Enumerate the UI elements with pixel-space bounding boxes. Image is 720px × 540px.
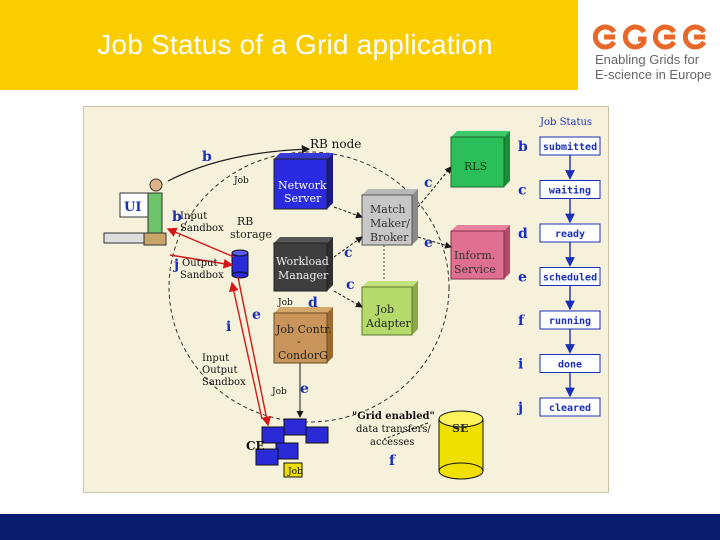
inform-service-box: Inform. Service bbox=[450, 225, 510, 280]
inform-service-label-1: Inform. bbox=[454, 249, 495, 262]
step-letter-b-main: b bbox=[202, 149, 212, 165]
status-letter-scheduled: e bbox=[518, 270, 527, 286]
workload-manager-label-2: Manager bbox=[278, 269, 329, 282]
job-adapter-box: Job Adapter bbox=[361, 281, 418, 336]
se-cylinder: SE bbox=[438, 410, 484, 480]
job-adapter-label-1: Job bbox=[375, 303, 394, 316]
job-label-bottom: Job bbox=[271, 387, 287, 397]
grid-enabled-label-1: "Grid enabled" bbox=[352, 411, 435, 422]
match-maker-label-1: Match bbox=[370, 203, 406, 216]
job-controller-label-1: Job Contr. bbox=[275, 323, 332, 336]
rb-storage-label-1: RB bbox=[237, 215, 253, 228]
status-letter-ready: d bbox=[518, 226, 528, 242]
network-server-label-1: Network bbox=[278, 179, 327, 192]
status-letter-submitted: b bbox=[518, 139, 528, 155]
workload-manager-box: Workload Manager bbox=[273, 237, 333, 292]
network-server-label-2: Server bbox=[284, 192, 322, 205]
step-letter-c-rls: c bbox=[424, 175, 433, 191]
job-adapter-label-2: Adapter bbox=[365, 317, 412, 330]
ce-cluster: CE Job bbox=[246, 418, 329, 478]
rls-label: RLS bbox=[464, 160, 487, 173]
status-label-scheduled: scheduled bbox=[543, 273, 597, 284]
step-letter-c-ja: c bbox=[346, 277, 355, 293]
egee-logo-graphic: Enabling Grids for E-science in Europe bbox=[592, 24, 711, 82]
workload-manager-label-1: Workload bbox=[276, 255, 329, 268]
logo-tagline-2: E-science in Europe bbox=[595, 67, 711, 82]
arrow-ce-to-storage bbox=[229, 281, 263, 420]
output-sandbox-label-1: Output bbox=[182, 258, 218, 269]
step-letter-d: d bbox=[308, 295, 318, 311]
step-letter-j-output: j bbox=[172, 257, 179, 273]
ce-job-label: Job bbox=[287, 467, 303, 477]
arrow-wm-to-ja bbox=[333, 290, 363, 308]
job-controller-label-2: - bbox=[297, 335, 301, 348]
status-label-cleared: cleared bbox=[549, 403, 591, 414]
status-label-ready: ready bbox=[555, 229, 585, 240]
status-label-done: done bbox=[558, 360, 582, 371]
io-sandbox-label-2: Output bbox=[202, 365, 238, 376]
rb-storage-label-2: storage bbox=[230, 228, 272, 241]
job-status-title: Job Status bbox=[539, 117, 592, 128]
arrow-ui-to-rb bbox=[167, 145, 311, 182]
step-letter-e-jc: e bbox=[252, 307, 261, 323]
ui-label: UI bbox=[124, 200, 141, 215]
match-maker-label-2: Maker/ bbox=[370, 217, 410, 230]
input-sandbox-label-1: Input bbox=[180, 211, 207, 222]
arrow-input-sandbox bbox=[166, 227, 235, 258]
status-letter-done: i bbox=[518, 357, 523, 373]
step-letter-e-ce: e bbox=[300, 381, 309, 397]
status-letter-running: f bbox=[518, 313, 525, 329]
status-label-running: running bbox=[549, 315, 591, 327]
step-letter-c-wm: c bbox=[344, 245, 353, 261]
network-server-box: Network Server bbox=[273, 153, 333, 210]
input-sandbox-label-2: Sandbox bbox=[180, 223, 224, 234]
status-label-waiting: waiting bbox=[549, 185, 591, 197]
io-sandbox-label-3: Sandbox bbox=[202, 377, 246, 388]
egee-logo: Enabling Grids for E-science in Europe bbox=[586, 10, 716, 90]
arrow-wm-to-mm bbox=[333, 236, 363, 258]
match-maker-box: Match Maker/ Broker bbox=[361, 189, 418, 246]
match-maker-label-3: Broker bbox=[370, 231, 409, 244]
rb-node-label: RB node bbox=[310, 137, 361, 151]
ce-label: CE bbox=[246, 439, 265, 453]
arrow-mm-to-rls bbox=[417, 166, 452, 208]
status-box-cleared bbox=[539, 397, 601, 417]
job-controller-label-3: CondorG bbox=[278, 349, 328, 362]
step-letter-f: f bbox=[389, 453, 396, 469]
grid-diagram: RB node UI Network Server Match Maker/ bbox=[83, 106, 609, 493]
step-letter-i: i bbox=[226, 319, 231, 335]
logo-tagline-1: Enabling Grids for bbox=[595, 52, 700, 67]
arrow-ns-to-mm bbox=[333, 206, 363, 219]
step-letter-e-is: e bbox=[424, 235, 433, 251]
rls-box: RLS bbox=[450, 131, 510, 188]
status-label-submitted: submitted bbox=[543, 141, 597, 153]
output-sandbox-label-2: Sandbox bbox=[180, 270, 224, 281]
arrow-output-sandbox bbox=[169, 254, 234, 269]
ui-user-workstation: UI bbox=[103, 178, 167, 246]
job-label-mid: Job bbox=[277, 298, 293, 308]
io-sandbox-label-1: Input bbox=[202, 353, 229, 364]
grid-enabled-label-2: data transfers/ bbox=[356, 424, 431, 435]
status-letter-cleared: j bbox=[516, 400, 523, 416]
arrow-ce-to-se bbox=[383, 422, 429, 440]
arrow-storage-to-ce bbox=[237, 276, 272, 427]
footer-bar bbox=[0, 514, 720, 540]
header-bar bbox=[0, 0, 578, 90]
se-label: SE bbox=[452, 422, 468, 435]
arrow-mm-to-is bbox=[417, 236, 452, 249]
diagram-canvas: RB node UI Network Server Match Maker/ bbox=[103, 117, 601, 480]
job-controller-box: Job Contr. - CondorG bbox=[273, 307, 333, 364]
grid-enabled-label-3: accesses bbox=[370, 437, 414, 448]
status-letter-waiting: c bbox=[518, 183, 527, 199]
step-letter-b-input: b bbox=[172, 209, 182, 225]
slide-title: Job Status of a Grid application bbox=[97, 29, 493, 60]
rb-storage-cylinder bbox=[231, 249, 249, 279]
inform-service-label-2: Service bbox=[454, 263, 496, 276]
job-label-top: Job bbox=[233, 176, 249, 186]
job-status-panel: b submitted c waiting d ready e scheduled f runni… bbox=[516, 136, 601, 417]
